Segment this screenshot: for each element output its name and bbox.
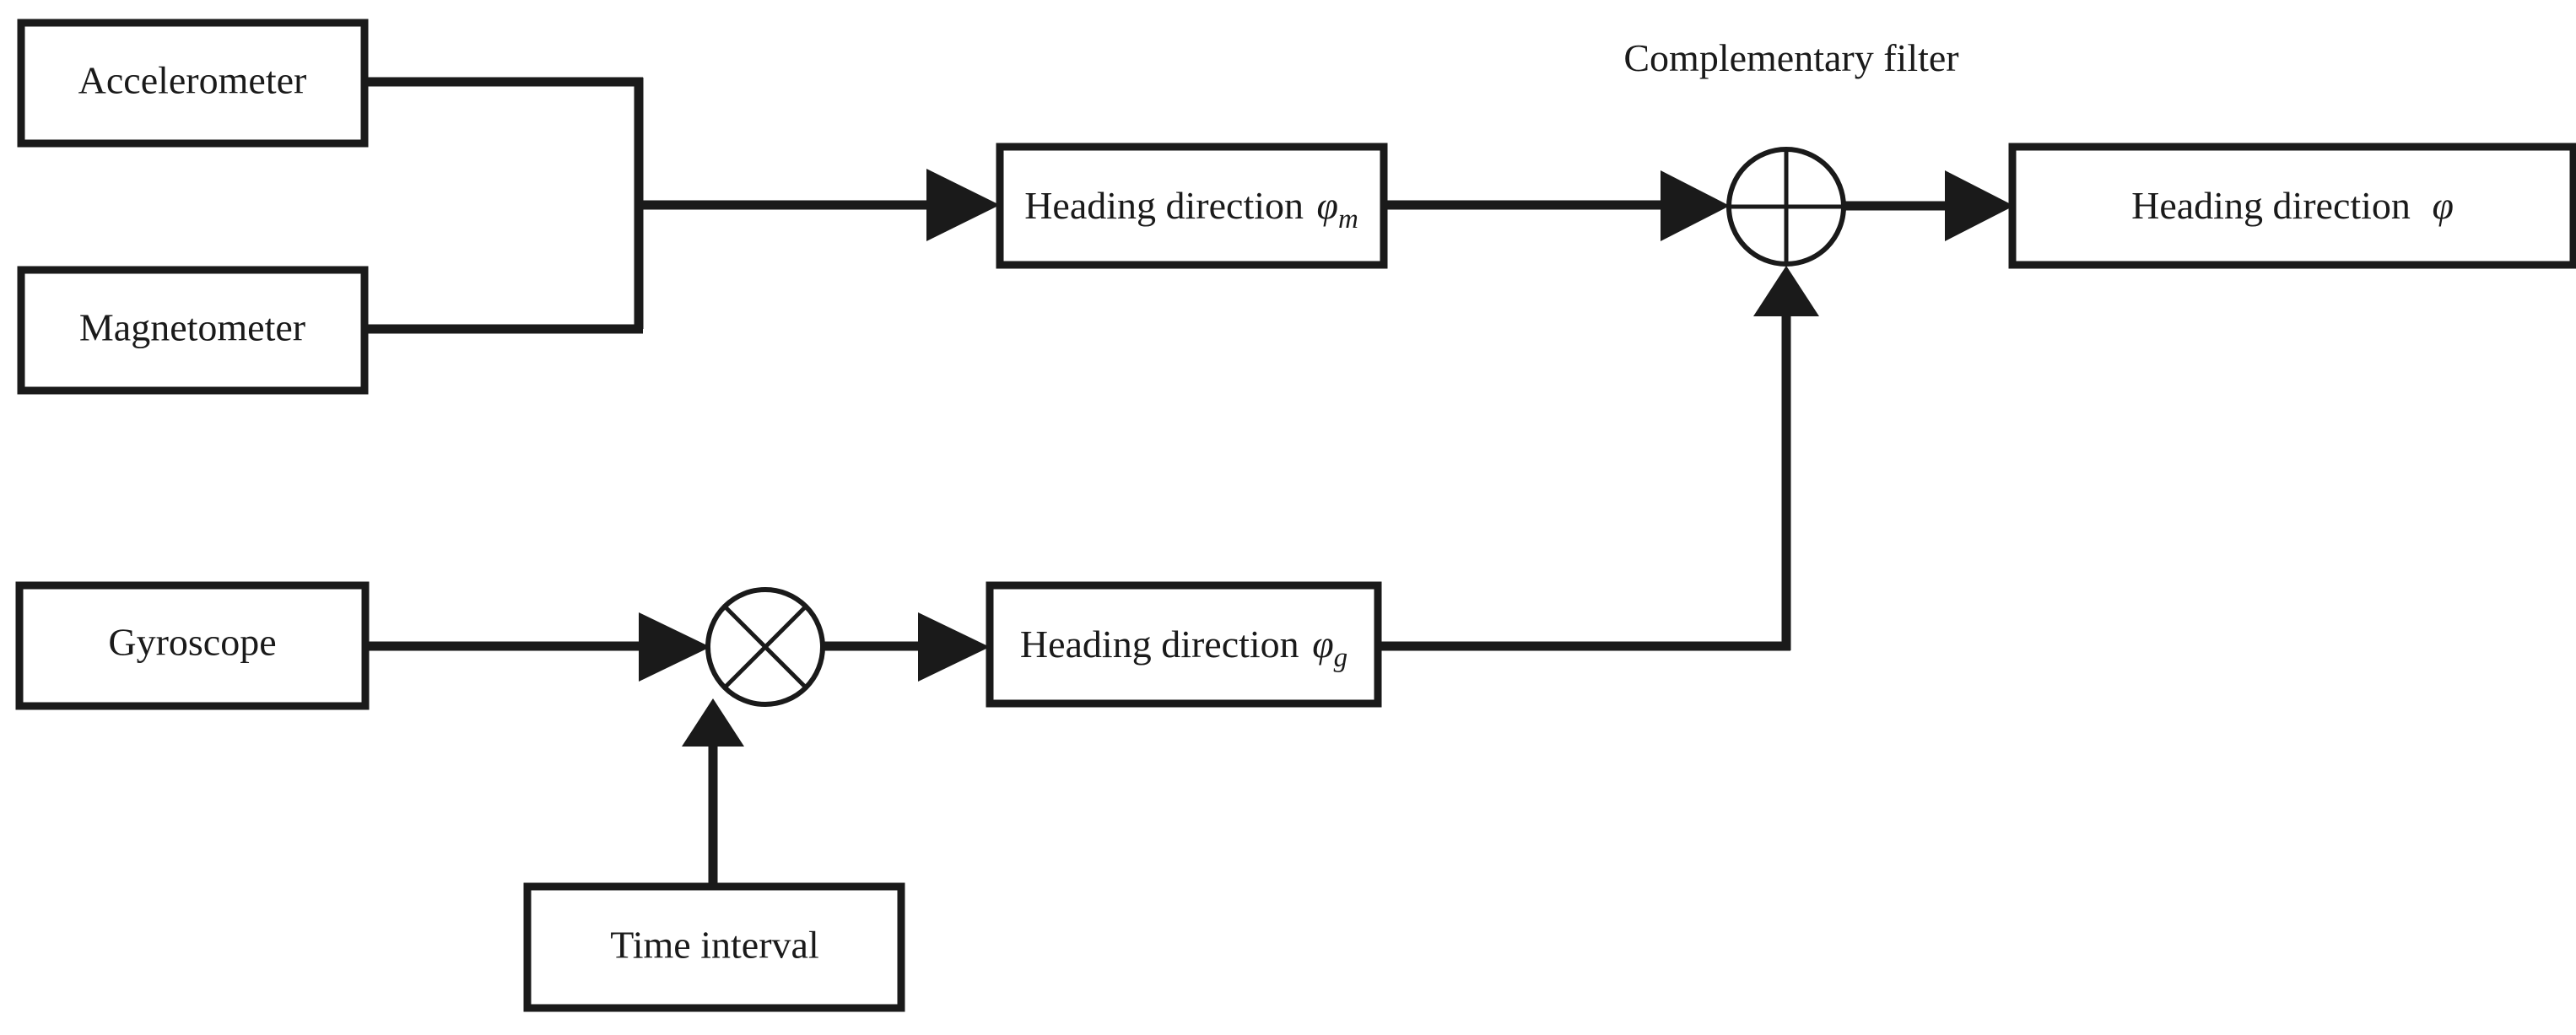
block-heading-direction-output[interactable]: Heading direction φ xyxy=(2008,143,2576,269)
heading-out-label: Heading direction φ xyxy=(2131,184,2454,227)
block-time-interval[interactable]: Time interval xyxy=(523,882,905,1012)
block-accelerometer[interactable]: Accelerometer xyxy=(17,19,369,148)
block-heading-direction-magnetic[interactable]: Heading direction φm xyxy=(996,143,1388,269)
block-magnetometer[interactable]: Magnetometer xyxy=(17,266,369,395)
wire-multiply-to-heading-g xyxy=(821,612,990,682)
wire-heading-m-to-sum xyxy=(1384,170,1730,241)
time-interval-label: Time interval xyxy=(610,924,818,967)
complementary-filter-label: Complementary filter xyxy=(1623,36,1958,79)
wire-heading-g-to-sum-feedback xyxy=(1378,266,1819,651)
block-gyroscope[interactable]: Gyroscope xyxy=(15,581,370,710)
block-heading-direction-gyro[interactable]: Heading direction φg xyxy=(986,581,1382,708)
heading-g-label: Heading direction φg xyxy=(1020,623,1347,673)
heading-m-label: Heading direction φm xyxy=(1024,184,1358,234)
gyroscope-label: Gyroscope xyxy=(108,621,276,664)
multiply-node[interactable] xyxy=(705,587,825,707)
sum-node[interactable] xyxy=(1726,147,1846,267)
wire-time-interval-to-multiply xyxy=(682,698,744,887)
wire-gyroscope-to-multiply xyxy=(365,612,710,682)
wire-bus-to-heading-m xyxy=(639,169,1000,241)
accelerometer-label: Accelerometer xyxy=(78,59,307,102)
wire-sum-to-heading-out xyxy=(1844,170,2014,241)
wire-accelerometer-to-bus xyxy=(365,77,644,329)
magnetometer-label: Magnetometer xyxy=(79,306,305,349)
